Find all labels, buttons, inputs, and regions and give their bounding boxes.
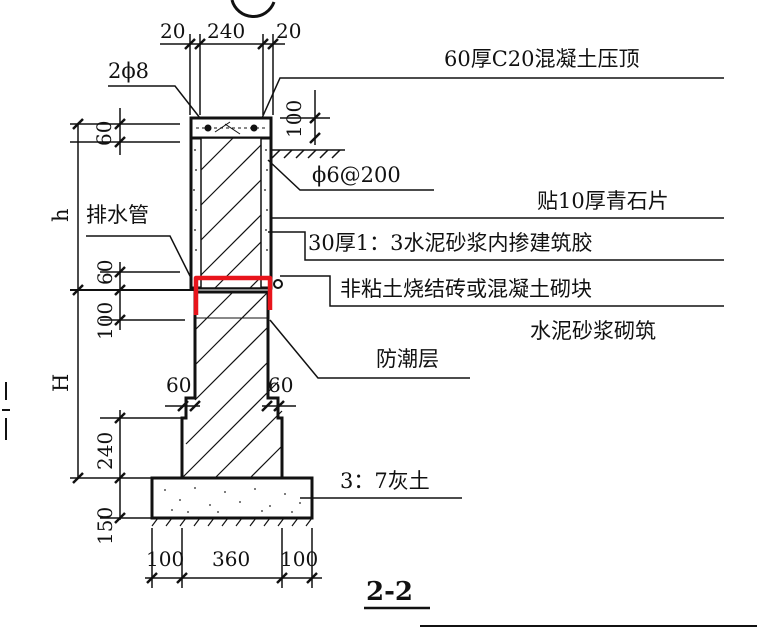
top-dim-mid: 240 [207,19,245,43]
coping-leader [261,77,724,119]
footing-ground-hatch [151,517,313,527]
dim-240-lines [70,410,182,520]
lime-soil-footing [150,476,314,520]
masonry-label-1: 非粘土烧结砖或混凝土砌块 [340,277,592,301]
dim-h: h [49,208,73,222]
section-title: 2-2 [366,577,413,607]
stirrup-label: ϕ6@200 [312,163,401,187]
mortar-leader [268,231,724,261]
dim-100-top: 100 [282,100,306,138]
dim-100-mid: 100 [93,302,117,340]
step-dim-lines [165,400,296,412]
wall-lower [180,290,284,480]
dim-60-top: 60 [92,121,116,146]
footing-stipple [164,487,301,513]
dim-60-mid: 60 [93,260,117,285]
facing-label: 贴10厚青石片 [537,189,669,213]
top-dim-right: 20 [276,19,301,43]
top-dimension [160,34,285,115]
dim-100-top-lines [280,90,330,145]
rebar-top-label: 2ϕ8 [108,59,149,83]
dim-150-lines [100,512,152,524]
left-edge-fragment [2,382,10,440]
red-highlight-mark [193,275,273,315]
dim-60-top-lines [70,108,180,290]
damp-proof-label: 防潮层 [376,347,439,371]
dim-240: 240 [93,432,117,470]
dim-H-lines [72,290,84,484]
masonry-label-2: 水泥砂浆砌筑 [530,319,656,343]
callout-circle-fragment [230,0,276,19]
top-dim-left: 20 [160,19,185,43]
drain-pipe-label: 排水管 [86,203,149,227]
masonry-leader [280,275,724,307]
lime-soil-label: 3：7灰土 [340,469,430,493]
rebar-leader [108,85,201,119]
bottom-dimension [145,528,322,588]
mortar-label: 30厚1：3水泥砂浆内掺建筑胶 [308,231,592,255]
dim-H: H [49,374,73,392]
stirrup-leader [267,159,434,191]
coping-label: 60厚C20混凝土压顶 [444,47,640,71]
dim-150: 150 [93,507,117,545]
bottom-dim-mid: 360 [212,547,250,571]
ground-right [271,149,345,159]
bottom-dim-right: 100 [280,547,318,571]
drain-pipe-leader [86,235,193,281]
wall-upper [189,136,273,290]
step-left: 60 [166,373,191,397]
damp-proof-leader [269,319,470,379]
dim-60-100-lines [72,262,185,330]
bottom-dim-left: 100 [146,547,184,571]
coping-hatch [196,121,266,135]
step-right: 60 [268,373,293,397]
